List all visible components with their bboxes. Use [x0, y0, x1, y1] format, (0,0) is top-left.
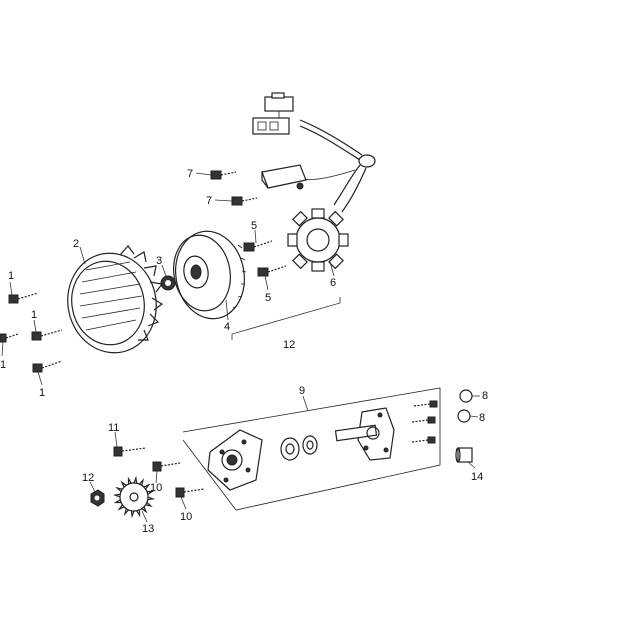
callout-7-upper: 7	[187, 168, 193, 180]
wire-connector-lower	[252, 117, 290, 135]
callout-1-d: 1	[39, 387, 45, 399]
callout-10-lower: 10	[180, 511, 192, 523]
washer-8-lower	[457, 409, 471, 423]
cooling-fan	[67, 245, 164, 354]
callout-8-lower: 8	[479, 412, 485, 424]
callout-11: 11	[108, 422, 119, 434]
nut-12	[90, 489, 105, 507]
callout-1-b: 1	[31, 309, 37, 321]
screw-10-lower	[175, 487, 205, 498]
callout-2: 2	[73, 238, 79, 250]
callout-8-upper: 8	[482, 390, 488, 402]
stator	[287, 208, 349, 272]
callout-6: 6	[330, 277, 336, 289]
sleeve	[455, 447, 473, 463]
callout-5-upper: 5	[251, 220, 257, 232]
callout-5-lower: 5	[265, 292, 271, 304]
screw-5-lower	[257, 265, 287, 277]
callout-9: 9	[299, 385, 305, 397]
wire-connector-top	[264, 92, 294, 118]
screw-7-lower	[231, 196, 258, 206]
flywheel	[173, 230, 247, 320]
flange-shaft-right	[334, 407, 395, 461]
pickup-coil	[261, 164, 307, 190]
group-bracket-12	[231, 297, 341, 340]
wiring-harness	[299, 119, 376, 213]
screw-11	[113, 446, 147, 457]
screw-1-a	[8, 292, 39, 304]
screw-5-upper	[243, 240, 273, 252]
sprocket	[112, 475, 156, 519]
flange-bearing-left	[207, 429, 263, 491]
washer-8-upper	[459, 389, 473, 403]
callout-7-lower: 7	[206, 195, 212, 207]
callout-10-upper: 10	[150, 482, 162, 494]
callout-4: 4	[224, 321, 230, 333]
bearing	[280, 437, 300, 461]
kit-plate-outline	[182, 387, 441, 511]
seal-ring	[302, 435, 318, 455]
screw-1-c	[0, 333, 19, 343]
screw-10-upper	[152, 461, 181, 472]
callout-1-a: 1	[8, 270, 14, 282]
callout-3: 3	[156, 255, 162, 267]
nut	[160, 275, 176, 291]
callout-13: 13	[142, 523, 154, 535]
plate-screws-right	[411, 400, 438, 444]
screw-7-upper	[210, 170, 237, 180]
screw-1-b	[31, 329, 63, 341]
leader-lines	[1, 172, 480, 523]
callout-14: 14	[471, 471, 483, 483]
callout-1-c: 1	[0, 359, 6, 371]
callout-12-bracket: 12	[283, 339, 295, 351]
screw-1-d	[32, 360, 63, 373]
callout-12-nut: 12	[82, 472, 94, 484]
